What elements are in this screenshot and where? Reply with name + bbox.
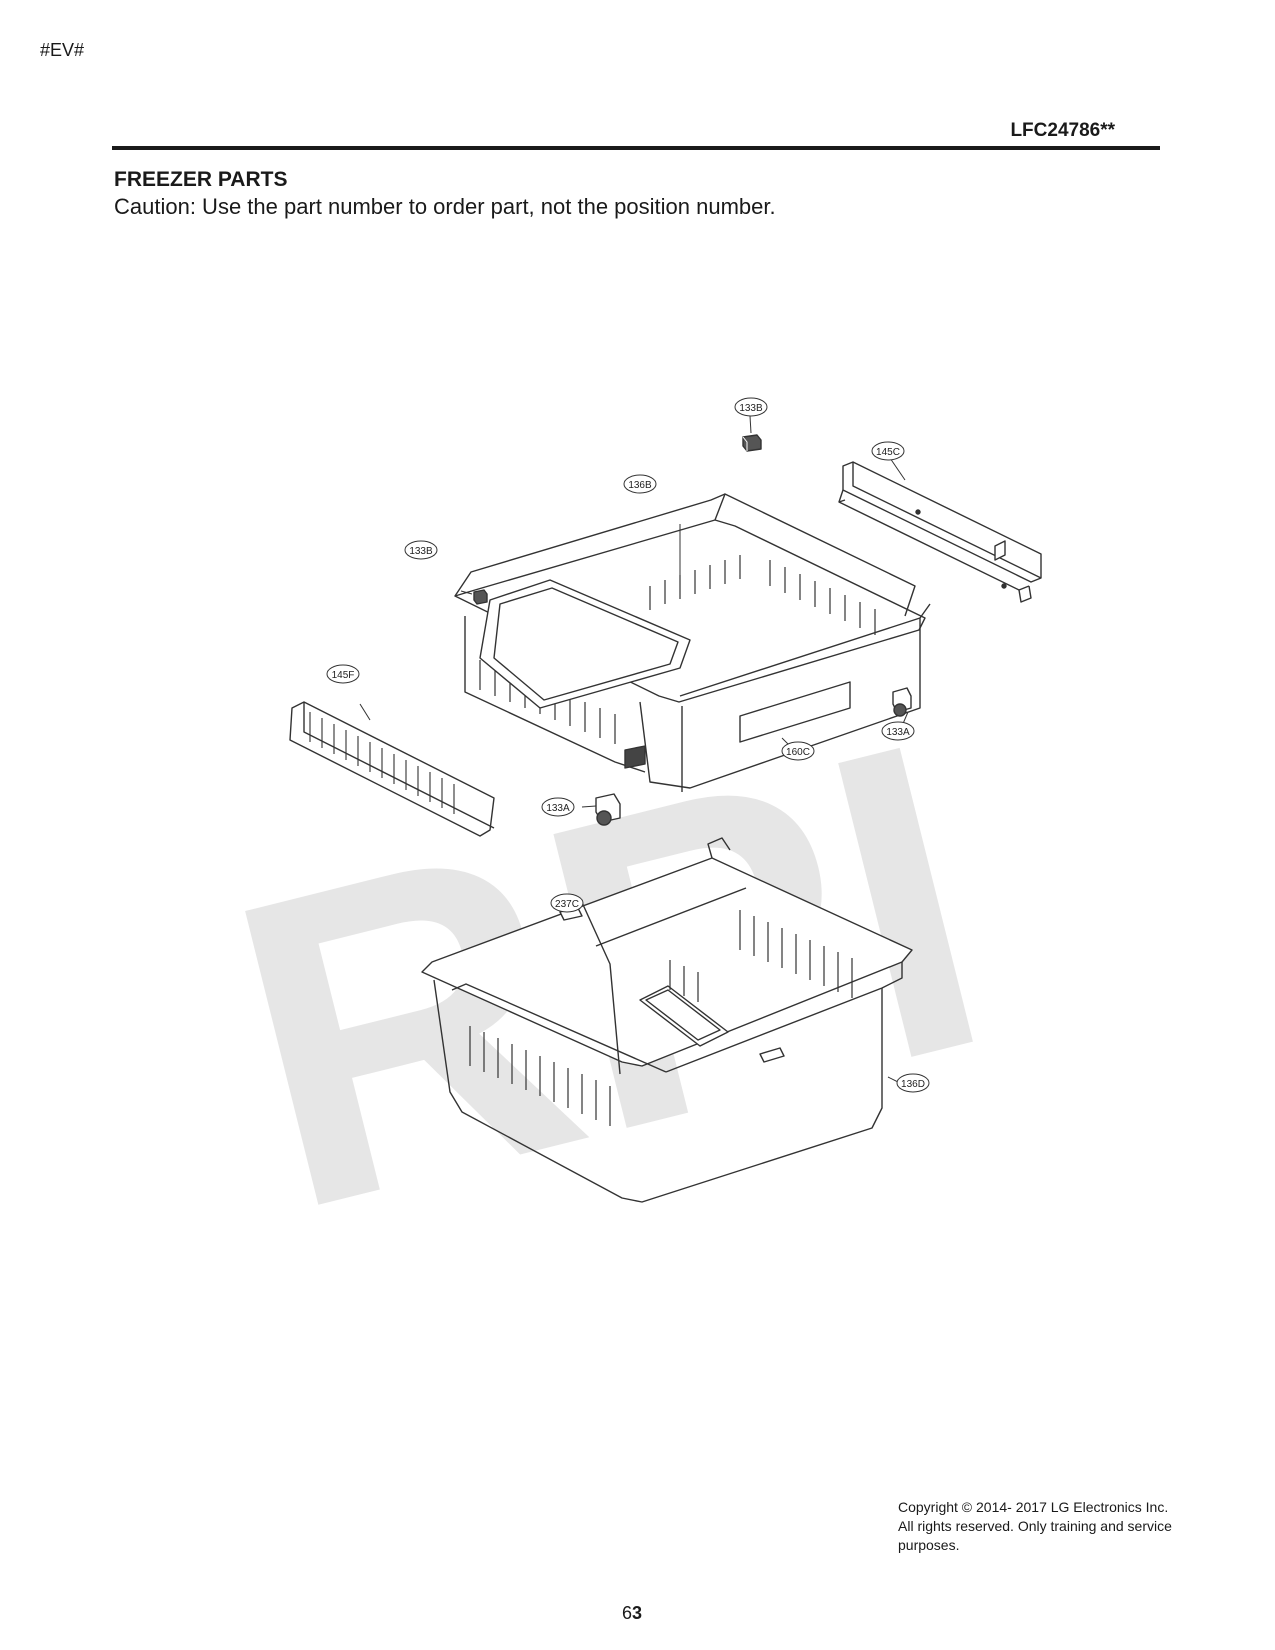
callout-145f <box>326 664 360 684</box>
callout-label-133a-bottom: 133A <box>546 803 570 814</box>
caution-note: Caution: Use the part number to order pa… <box>114 194 776 219</box>
part-136d-lower-basket <box>421 837 913 1203</box>
model-number: LFC24786** <box>1010 120 1115 141</box>
part-145c-rail <box>838 457 1042 603</box>
copyright-line-1: Copyright © 2014- 2017 LG Electronics In… <box>898 1499 1169 1515</box>
callout-label-133a-right: 133A <box>886 727 910 738</box>
callout-label-133b-left: 133B <box>409 546 433 557</box>
part-133b-left-clip <box>460 589 488 605</box>
callout-label-136b: 136B <box>628 480 652 491</box>
part-133a-bottom-wheel <box>581 793 621 826</box>
callout-label-145c: 145C <box>876 447 900 458</box>
part-133b-top-clip <box>742 415 762 452</box>
part-133a-right-wheel <box>892 687 912 727</box>
copyright-notice: Copyright © 2014- 2017 LG Electronics In… <box>898 1498 1238 1555</box>
callout-237c <box>550 893 584 913</box>
callout-label-133b-top: 133B <box>739 403 763 414</box>
copyright-line-2: All rights reserved. Only training and s… <box>898 1518 1172 1534</box>
callout-label-160c: 160C <box>786 747 810 758</box>
callout-136b <box>623 474 657 494</box>
callout-160c <box>781 741 815 761</box>
callout-136d <box>896 1073 930 1093</box>
callout-133a-right <box>881 721 915 741</box>
section-title: FREEZER PARTS <box>114 168 288 191</box>
callout-label-136d: 136D <box>901 1079 925 1090</box>
callout-133b-top <box>734 397 768 417</box>
callout-label-145f: 145F <box>332 670 355 681</box>
callout-145c <box>871 441 905 461</box>
copyright-line-3: purposes. <box>898 1537 960 1553</box>
part-136b-upper-drawer <box>454 493 931 792</box>
callout-label-237c: 237C <box>555 899 579 910</box>
callout-133b-left <box>404 540 438 560</box>
part-145f-rail <box>289 701 495 837</box>
page-number: 63 <box>622 1603 643 1623</box>
callout-133a-bottom <box>541 797 575 817</box>
header-rule <box>112 146 1160 150</box>
document-tag: #EV# <box>40 40 85 60</box>
